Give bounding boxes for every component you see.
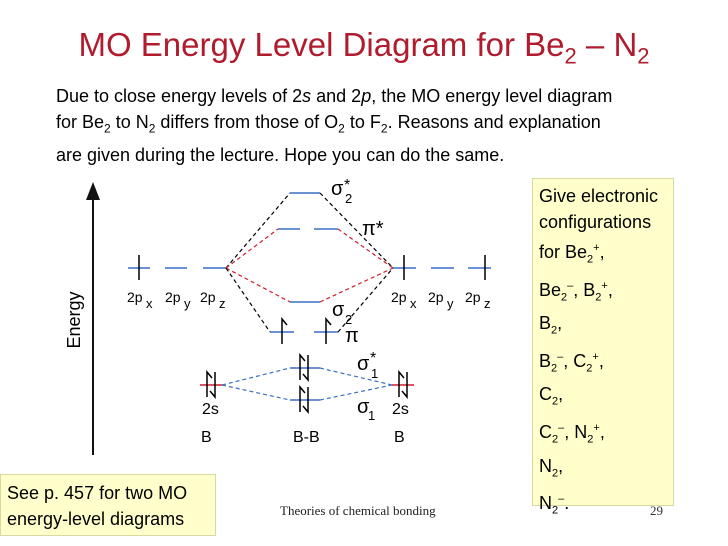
correlation-lines (221, 192, 394, 401)
right-2s-label: 2s (392, 401, 409, 418)
svg-text:y: y (184, 296, 191, 311)
right-2p-levels (393, 255, 491, 280)
right-atom-label: B (394, 429, 405, 446)
electron-arrows (206, 316, 408, 415)
svg-text:x: x (146, 296, 153, 311)
configurations-box: Give electronic configurations for Be2+,… (532, 178, 674, 517)
svg-text:*: * (370, 350, 376, 367)
svg-text:2: 2 (345, 312, 352, 327)
svg-text:2p: 2p (428, 289, 444, 305)
svg-text:y: y (447, 296, 454, 311)
svg-text:2p: 2p (465, 289, 481, 305)
page-number: 29 (650, 503, 663, 518)
svg-text:2p: 2p (165, 289, 181, 305)
pi-label: π (345, 325, 359, 347)
slide-title: MO Energy Level Diagram for Be2 – N2 (78, 26, 650, 69)
energy-axis-label: Energy (64, 291, 84, 348)
right-2p-labels: 2p x 2p y 2p z (391, 289, 491, 311)
reference-note-box: See p. 457 for two MO energy-level diagr… (0, 474, 216, 536)
svg-text:z: z (219, 296, 226, 311)
svg-text:1: 1 (368, 408, 375, 423)
svg-text:2p: 2p (200, 289, 216, 305)
left-atom-label: B (201, 429, 212, 446)
left-2s-label: 2s (202, 401, 219, 418)
sigma1-label: σ (357, 396, 370, 418)
footer-text: Theories of chemical bonding (280, 503, 436, 518)
atom-labels: 2s 2s B B-B B (201, 401, 409, 446)
intro-paragraph: Due to close energy levels of 2s and 2p,… (56, 86, 613, 165)
sigma2-label: σ (332, 299, 345, 321)
mo-labels: σ 2 * π* σ 2 π σ 1 * σ 1 (331, 177, 384, 423)
left-2p-labels: 2p x 2p y 2p z (127, 289, 226, 311)
svg-text:2p: 2p (127, 289, 143, 305)
svg-text:1: 1 (371, 366, 378, 381)
svg-text:2: 2 (345, 191, 352, 206)
pi-star-label: π* (362, 218, 384, 240)
svg-text:z: z (484, 296, 491, 311)
left-2p-levels (128, 255, 226, 280)
svg-text:x: x (410, 296, 417, 311)
sigma2-star-label: σ (331, 178, 344, 200)
energy-axis-arrowhead (86, 182, 100, 200)
sigma1-star-label: σ (357, 353, 370, 375)
svg-text:*: * (344, 177, 350, 194)
center-molecule-label: B-B (293, 429, 320, 446)
svg-text:2p: 2p (391, 289, 407, 305)
